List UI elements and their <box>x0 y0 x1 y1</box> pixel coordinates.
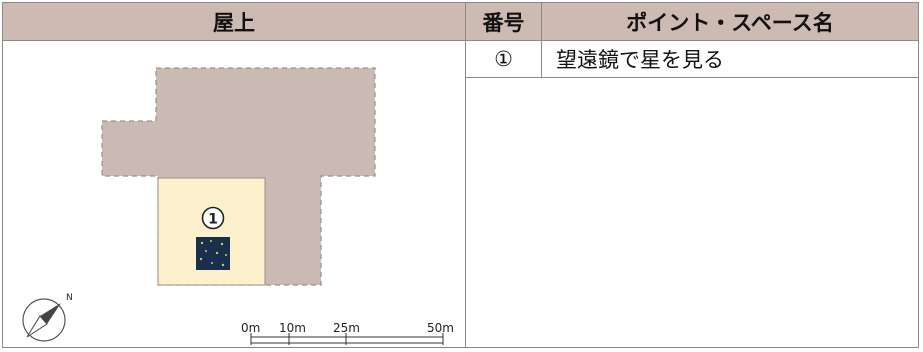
scale-bar <box>250 333 444 345</box>
page-frame: 屋上 番号 ポイント・スペース名 ① 望遠鏡で星を見る 1 <box>2 2 919 348</box>
telescope-icon <box>196 237 230 270</box>
scale-label-50: 50m <box>427 321 454 335</box>
rooftop-map: 1 N 0m 1 <box>22 67 454 345</box>
header-point-space-name: ポイント・スペース名 <box>542 3 918 40</box>
scale-label-25: 25m <box>333 321 360 335</box>
row-name: 望遠鏡で星を見る <box>556 48 724 72</box>
header-rooftop: 屋上 <box>3 3 465 40</box>
column-divider <box>465 3 466 347</box>
compass-icon <box>22 298 66 342</box>
marker-circle <box>201 206 225 230</box>
scale-label-0: 0m <box>241 321 260 335</box>
header-divider <box>3 40 918 41</box>
row-divider <box>466 77 918 78</box>
marker-label: 1 <box>208 212 218 228</box>
row-number: ① <box>494 47 513 71</box>
scale-label-10: 10m <box>279 321 306 335</box>
header-number: 番号 <box>466 3 541 40</box>
north-label: N <box>66 293 73 303</box>
